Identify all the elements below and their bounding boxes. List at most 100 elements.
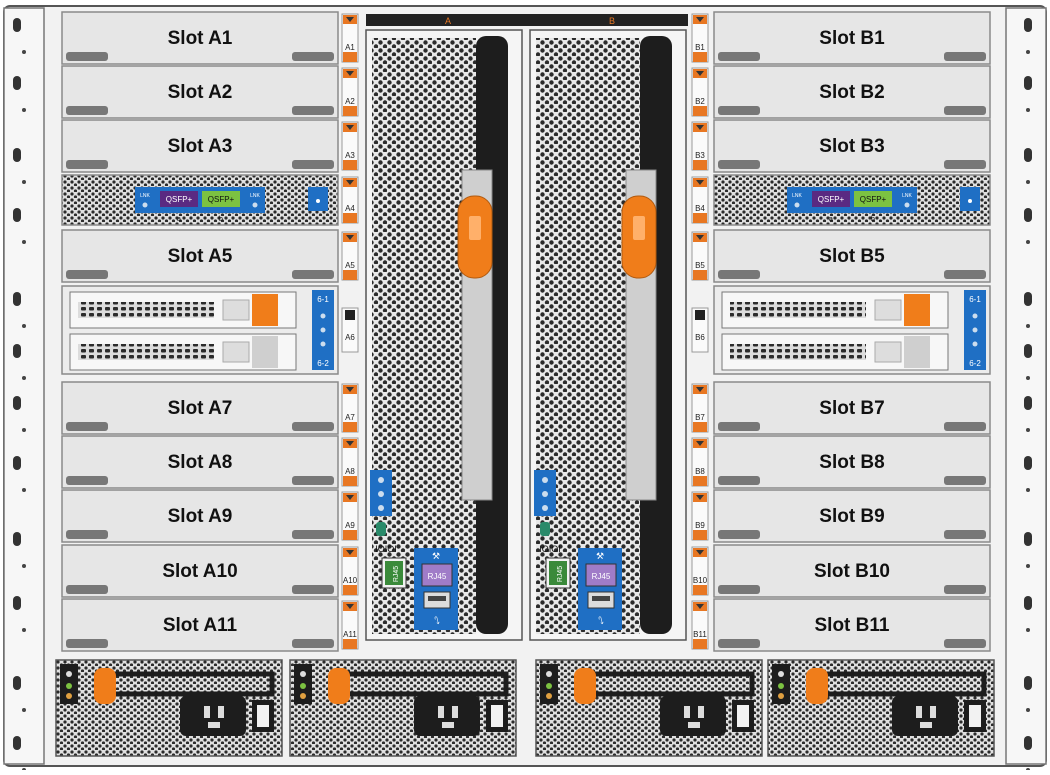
latch-right[interactable] [292, 476, 334, 485]
latch-left[interactable] [718, 476, 760, 485]
latch-right[interactable] [944, 106, 986, 115]
latch-right[interactable] [292, 530, 334, 539]
slot-tag-label: B2 [695, 97, 705, 106]
slot-tag-label: A8 [345, 467, 355, 476]
slot-bay-a6[interactable]: A66-16-2 [61, 285, 359, 375]
psu-ac-inlet[interactable] [180, 696, 246, 736]
drive-release-handle[interactable] [252, 294, 278, 326]
psu-release-tab[interactable] [94, 668, 116, 704]
latch-right[interactable] [292, 422, 334, 431]
psu-release-tab[interactable] [328, 668, 350, 704]
latch-left[interactable] [718, 585, 760, 594]
latch-left[interactable] [718, 270, 760, 279]
latch-right[interactable] [292, 106, 334, 115]
latch-right[interactable] [944, 530, 986, 539]
psu-handle[interactable] [102, 671, 275, 697]
psu-handle[interactable] [582, 671, 755, 697]
slot-bay-b2[interactable]: B2 Slot B2 [691, 65, 991, 119]
usb-c-port[interactable] [376, 522, 386, 536]
latch-right[interactable] [944, 476, 986, 485]
psu-handle[interactable] [814, 671, 987, 697]
psu-release-tab[interactable] [806, 668, 828, 704]
rack-ear-hole [13, 676, 21, 690]
latch-right[interactable] [944, 585, 986, 594]
latch-left[interactable] [66, 530, 108, 539]
latch-left[interactable] [66, 476, 108, 485]
slot-bay-b6[interactable]: B66-16-2 [691, 285, 991, 375]
qsfp-port-b[interactable] [854, 191, 892, 207]
latch-left[interactable] [66, 585, 108, 594]
slot-tag-label: A1 [345, 43, 355, 52]
latch-right[interactable] [292, 52, 334, 61]
console-port[interactable] [585, 563, 617, 587]
psu-ac-inlet[interactable] [414, 696, 480, 736]
qsfp-port-b[interactable] [202, 191, 240, 207]
power-supply-1[interactable] [55, 659, 283, 757]
controller-led [378, 477, 384, 483]
latch-left[interactable] [718, 639, 760, 648]
psu-handle[interactable] [336, 671, 509, 697]
latch-left[interactable] [66, 422, 108, 431]
rack-ear-screw [22, 488, 26, 492]
latch-right[interactable] [944, 422, 986, 431]
psu-ac-inlet[interactable] [892, 696, 958, 736]
latch-right[interactable] [944, 270, 986, 279]
latch-right[interactable] [292, 270, 334, 279]
latch-left[interactable] [66, 270, 108, 279]
power-supply-4[interactable] [767, 659, 995, 757]
psu-ac-inlet[interactable] [660, 696, 726, 736]
power-supply-3[interactable] [535, 659, 763, 757]
latch-left[interactable] [66, 639, 108, 648]
drive-release-handle[interactable] [904, 294, 930, 326]
latch-left[interactable] [718, 160, 760, 169]
rack-ear-screw [22, 324, 26, 328]
latch-left[interactable] [718, 106, 760, 115]
latch-left[interactable] [718, 530, 760, 539]
rack-ear-hole [13, 532, 21, 546]
latch-left[interactable] [66, 160, 108, 169]
power-supply-2[interactable] [289, 659, 517, 757]
latch-left[interactable] [66, 52, 108, 61]
controller-a-label: A [445, 16, 451, 26]
latch-right[interactable] [292, 160, 334, 169]
slot-tag-label: B1 [695, 43, 705, 52]
psu-release-tab[interactable] [574, 668, 596, 704]
latch-left[interactable] [66, 106, 108, 115]
latch-right[interactable] [292, 585, 334, 594]
drive-release-handle[interactable] [904, 336, 930, 368]
drive-release-handle[interactable] [252, 336, 278, 368]
qsfp-port-a[interactable] [160, 191, 198, 207]
latch-right[interactable] [944, 160, 986, 169]
latch-right[interactable] [292, 639, 334, 648]
qsfp-port-a[interactable] [812, 191, 850, 207]
usb-c-port[interactable] [540, 522, 550, 536]
latch-left[interactable] [718, 422, 760, 431]
latch-left[interactable] [718, 52, 760, 61]
latch-right[interactable] [944, 639, 986, 648]
latch-right[interactable] [944, 52, 986, 61]
console-port[interactable] [421, 563, 453, 587]
controller-led [542, 477, 548, 483]
slot-label: Slot B2 [819, 82, 884, 103]
